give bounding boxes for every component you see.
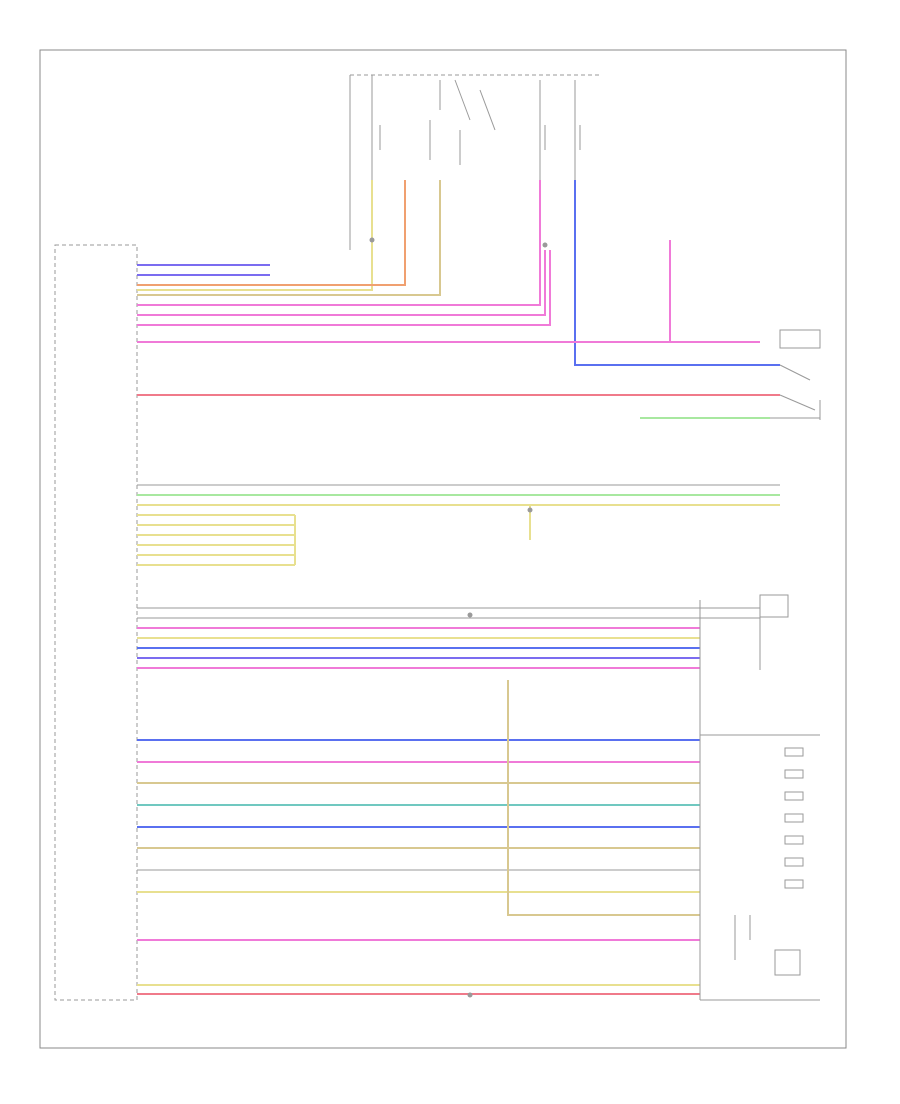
splice-dots <box>369 237 548 998</box>
feed-wire-pink-1 <box>137 180 541 306</box>
feed-wire-orange <box>137 180 406 286</box>
feed-wire-red-vertical <box>574 180 780 366</box>
solenoid-wires <box>137 680 700 995</box>
transmission-solenoid-block <box>699 600 820 1001</box>
fuse-panel <box>349 74 600 250</box>
diagram-border <box>39 49 847 1049</box>
fuse-feed-wires <box>137 180 780 366</box>
module-outline <box>54 244 138 1001</box>
feed-wire-tan <box>137 180 441 296</box>
middle-wires <box>137 484 780 566</box>
top-right-switch <box>640 329 821 420</box>
upper-wires <box>137 240 780 396</box>
feed-wire-pink-2 <box>137 250 546 316</box>
bus-wires <box>137 607 761 670</box>
feed-wire-yellow <box>137 180 373 291</box>
feed-wire-pink-3 <box>137 250 551 326</box>
tss-sensor <box>759 594 789 618</box>
